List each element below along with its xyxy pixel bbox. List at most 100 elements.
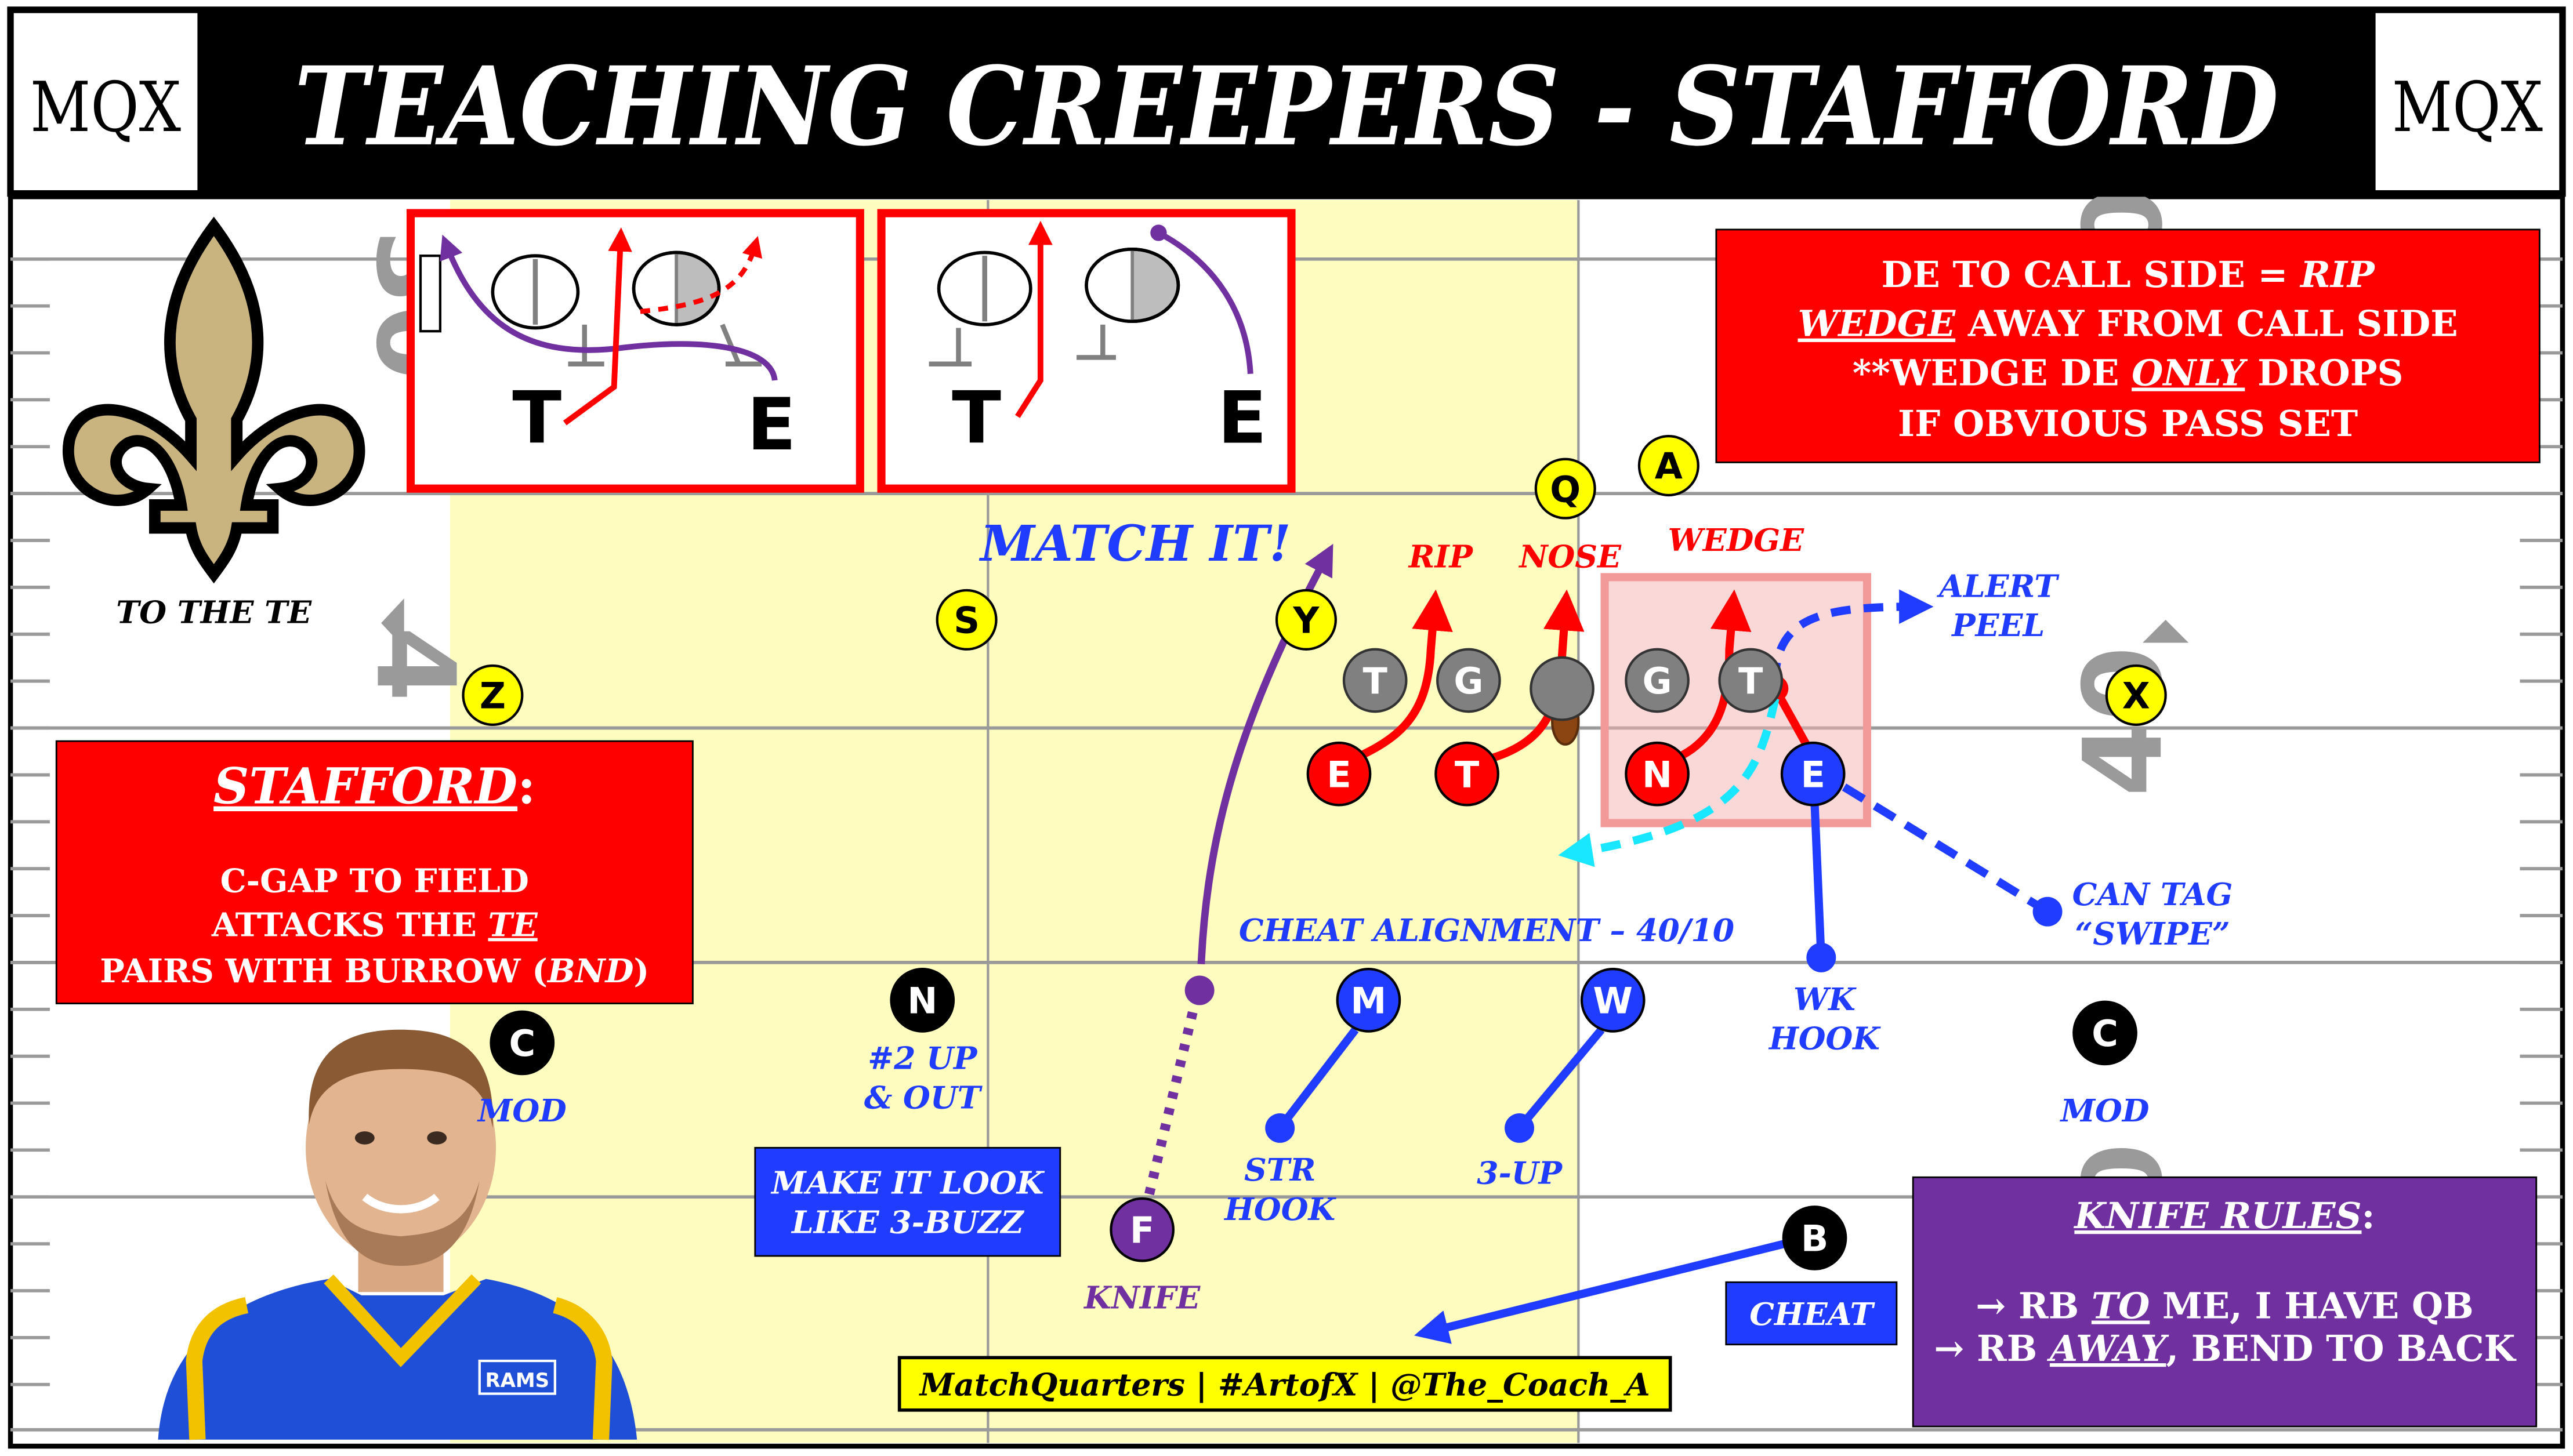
player-q: Q <box>1534 458 1596 520</box>
defender-m: M <box>1336 968 1401 1033</box>
defense: E T N E C N M W C F B <box>490 741 2137 1270</box>
defender-e-left: E <box>1306 741 1372 807</box>
defender-f: F <box>1110 1197 1175 1262</box>
svg-text:STAFFORD:: STAFFORD: <box>213 758 535 816</box>
svg-text:→ RB AWAY, BEND TO BACK: → RB AWAY, BEND TO BACK <box>1934 1327 2516 1370</box>
svg-text:DE TO CALL SIDE = RIP: DE TO CALL SIDE = RIP <box>1882 253 2376 296</box>
cheat-alignment-label: CHEAT ALIGNMENT – 40/10 <box>1239 912 1734 949</box>
stafford-line1: C-GAP TO FIELD <box>220 862 529 900</box>
buzz-line1: MAKE IT LOOK <box>770 1165 1045 1201</box>
call-line1-em: RIP <box>2299 253 2376 296</box>
knife-line2-suffix: , BEND TO BACK <box>2166 1327 2516 1370</box>
svg-text:W: W <box>1593 980 1633 1022</box>
buzz-box: MAKE IT LOOK LIKE 3-BUZZ <box>754 1146 1061 1257</box>
header-bar <box>7 6 2566 197</box>
inset-wedge: T E <box>877 209 1296 493</box>
svg-text:N: N <box>1642 753 1672 796</box>
svg-text:X: X <box>2122 675 2150 717</box>
svg-text:ATTACKS THE TE: ATTACKS THE TE <box>211 906 538 945</box>
offense: Z S Y Q A X T G G T <box>462 435 2167 726</box>
yard-arrow-right <box>2143 619 2189 643</box>
svg-text:Q: Q <box>1550 468 1581 510</box>
wk-label: WK <box>1793 981 1857 1018</box>
yard-arrow-left <box>381 598 404 648</box>
player-a: A <box>1637 435 1699 497</box>
svg-text:T: T <box>1455 753 1480 796</box>
call-line2-em: WEDGE <box>1798 303 1956 345</box>
mod-right-label: MOD <box>2060 1092 2150 1129</box>
lineman-rg: G <box>1625 648 1690 713</box>
svg-text:MQX: MQX <box>30 68 181 148</box>
mqx-logo-right: MQX <box>2392 68 2543 148</box>
svg-text:E: E <box>747 383 796 467</box>
svg-text:G: G <box>1643 660 1672 702</box>
svg-text:T: T <box>1362 660 1387 702</box>
lineman-c <box>1530 656 1594 721</box>
knife-rules-box: KNIFE RULES: → RB TO ME, I HAVE QB → RB … <box>1912 1176 2538 1428</box>
defender-c-left: C <box>490 1010 555 1076</box>
svg-text:N: N <box>907 980 937 1022</box>
call-line3-prefix: **WEDGE DE <box>1853 352 2132 394</box>
knife-line1-prefix: → RB <box>1976 1284 2092 1327</box>
logo-right-box <box>2375 13 2560 191</box>
rip-label: RIP <box>1408 538 1474 575</box>
stafford-title: STAFFORD <box>213 758 517 816</box>
stafford-line3-em: BND <box>546 952 634 990</box>
svg-text:E: E <box>1800 753 1825 796</box>
nose-label: NOSE <box>1518 538 1622 575</box>
defender-e-right: E <box>1780 741 1846 807</box>
defender-b: B <box>1782 1206 1847 1270</box>
yard-number-left-mid: 4 <box>351 626 477 702</box>
two-up-label: #2 UP <box>868 1040 978 1077</box>
knife-line1-em: TO <box>2092 1284 2150 1327</box>
svg-text:F: F <box>1130 1209 1154 1251</box>
stafford-box: STAFFORD: C-GAP TO FIELD ATTACKS THE TE … <box>55 740 694 1004</box>
logo-left-box <box>13 13 198 191</box>
svg-text:A: A <box>1655 445 1683 488</box>
svg-text:B: B <box>1801 1218 1828 1260</box>
call-line3-em: ONLY <box>2132 352 2248 394</box>
stafford-line2-prefix: ATTACKS THE <box>211 906 488 945</box>
str-hook-label: HOOK <box>1223 1191 1336 1228</box>
match-it-label: MATCH IT! <box>979 515 1291 573</box>
svg-text:E: E <box>1217 376 1267 460</box>
knife-colon: : <box>2362 1194 2375 1237</box>
swipe-label: “SWIPE” <box>2075 916 2230 952</box>
mod-left-label: MOD <box>477 1092 567 1129</box>
call-line1-prefix: DE TO CALL SIDE = <box>1882 253 2301 296</box>
defender-w: W <box>1580 968 1646 1033</box>
lineman-lt: T <box>1342 648 1408 713</box>
player-x: X <box>2105 664 2167 726</box>
cheat-box: CHEAT <box>1725 1281 1898 1346</box>
and-out-label: & OUT <box>864 1080 983 1116</box>
inset-rip: T E <box>406 209 864 493</box>
alert-label: ALERT <box>1936 568 2060 604</box>
svg-text:PAIRS WITH BURROW (BND): PAIRS WITH BURROW (BND) <box>100 952 649 990</box>
stafford-line3-prefix: PAIRS WITH BURROW ( <box>100 952 548 990</box>
svg-text:**WEDGE DE ONLY DROPS: **WEDGE DE ONLY DROPS <box>1853 352 2404 394</box>
call-line4: IF OBVIOUS PASS SET <box>1898 402 2358 445</box>
svg-text:M: M <box>1350 980 1386 1022</box>
player-s: S <box>936 589 998 651</box>
svg-text:Z: Z <box>480 675 506 717</box>
buzz-line2: LIKE 3-BUZZ <box>791 1204 1024 1240</box>
call-side-rules-box: DE TO CALL SIDE = RIP WEDGE AWAY FROM CA… <box>1715 228 2541 463</box>
knife-line2-em: AWAY <box>2047 1327 2169 1370</box>
svg-text:T: T <box>1738 660 1763 702</box>
svg-text:E: E <box>1327 753 1351 796</box>
svg-text:C: C <box>2092 1012 2118 1055</box>
page-title: TEACHING CREEPERS - STAFFORD <box>294 43 2279 170</box>
call-line3-suffix: DROPS <box>2245 352 2403 394</box>
call-line2-suffix: AWAY FROM CALL SIDE <box>1955 303 2458 345</box>
svg-text:WEDGE AWAY FROM CALL SIDE: WEDGE AWAY FROM CALL SIDE <box>1798 303 2458 345</box>
credit-banner: MatchQuarters | #ArtofX | @The_Coach_A <box>897 1356 1672 1412</box>
svg-text:MQX: MQX <box>2392 68 2543 148</box>
svg-text:S: S <box>954 599 980 641</box>
svg-text:RAMS: RAMS <box>485 1370 550 1392</box>
svg-text:MatchQuarters | #ArtofX | @The: MatchQuarters | #ArtofX | @The_Coach_A <box>919 1366 1650 1403</box>
player-photo: RAMS <box>158 1029 637 1440</box>
defender-n-back: N <box>890 968 955 1033</box>
knife-label: KNIFE <box>1083 1280 1201 1316</box>
